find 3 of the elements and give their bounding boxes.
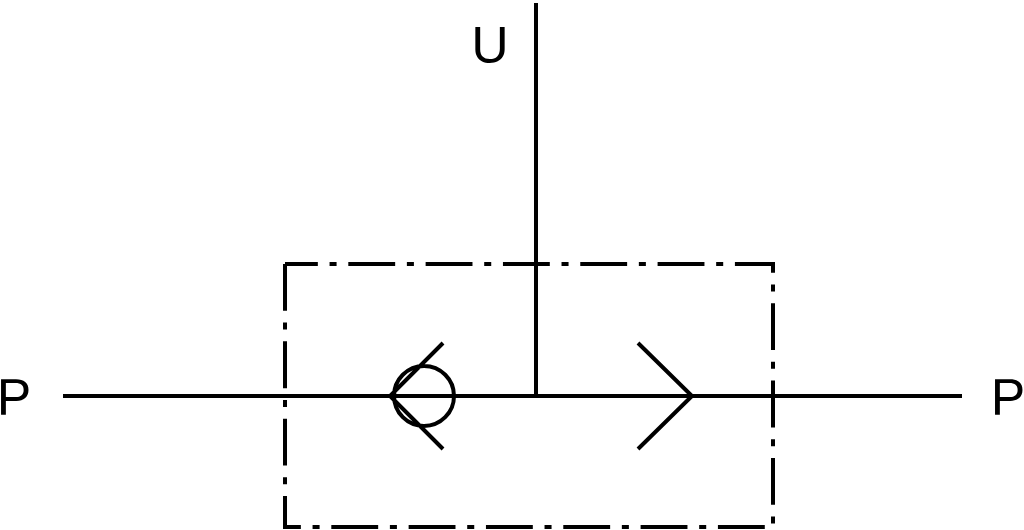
port-label: P [995, 379, 1023, 415]
port-label: U [475, 27, 505, 63]
port-label: P [1, 379, 29, 415]
